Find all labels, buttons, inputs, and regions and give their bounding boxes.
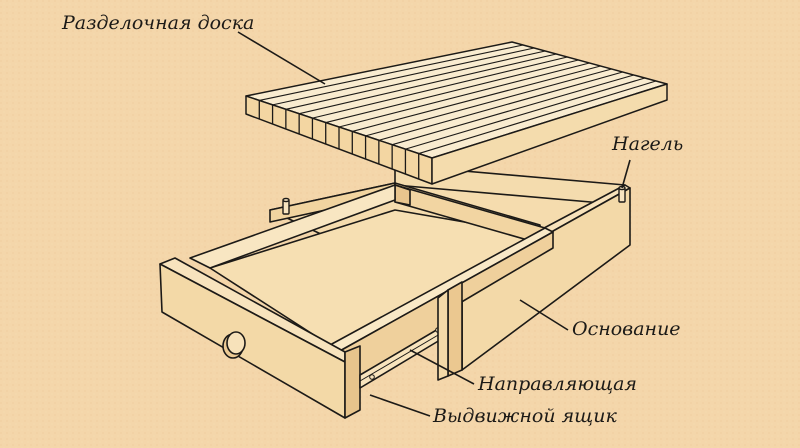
slat-line-top bbox=[299, 53, 557, 115]
dowel-back-right bbox=[618, 185, 626, 203]
slat-line-top bbox=[418, 80, 657, 155]
slat-line-top bbox=[391, 74, 634, 146]
label-base: Основание bbox=[572, 318, 681, 340]
slat-line-top bbox=[365, 68, 612, 137]
slat-line-top bbox=[405, 77, 646, 150]
dowel-back-left bbox=[282, 197, 290, 215]
label-guide-rail: Направляющая bbox=[478, 373, 638, 395]
leader-lines bbox=[237, 31, 631, 417]
cutting-board-right-edge bbox=[431, 83, 668, 185]
drawer-front-end bbox=[344, 345, 361, 419]
slat-line-top bbox=[272, 47, 535, 106]
leader-dowel bbox=[621, 159, 631, 189]
base-front-corner bbox=[437, 281, 463, 381]
drawer-left-side bbox=[189, 184, 396, 269]
slat-line-top bbox=[378, 71, 623, 141]
cutting-board-slats bbox=[258, 44, 657, 179]
label-drawer: Выдвижной ящик bbox=[433, 405, 617, 427]
leader-base bbox=[519, 299, 569, 331]
leader-board bbox=[237, 31, 326, 85]
leader-rail bbox=[409, 349, 475, 385]
label-cutting-board: Разделочная доска bbox=[62, 12, 255, 34]
drawer-knob bbox=[222, 331, 246, 359]
leader-drawer bbox=[369, 394, 431, 417]
label-dowel: Нагель bbox=[612, 133, 684, 155]
slat-line-top bbox=[285, 50, 546, 110]
slat-line-top bbox=[338, 62, 590, 128]
slat-line-top bbox=[312, 56, 568, 119]
slat-line-top bbox=[325, 59, 579, 124]
slat-line-top bbox=[352, 65, 601, 132]
slat-line-top bbox=[259, 44, 524, 101]
